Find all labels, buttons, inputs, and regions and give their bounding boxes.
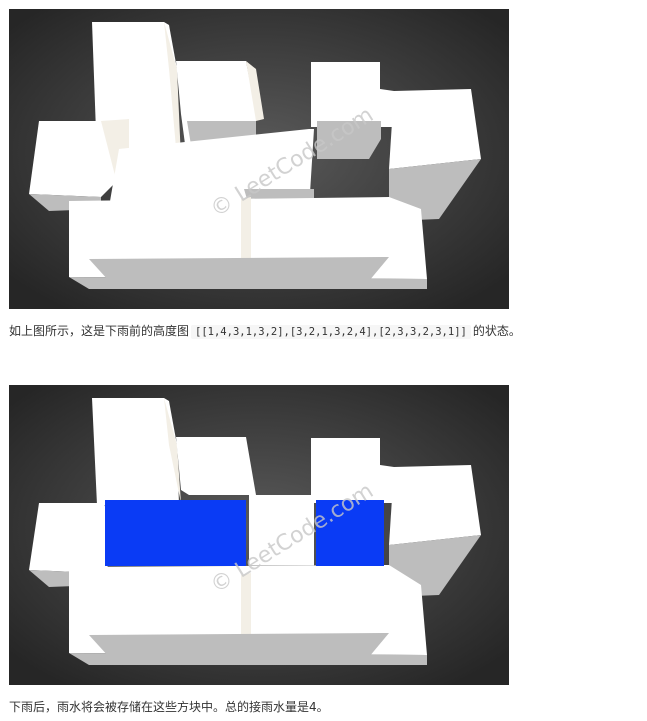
block-top bbox=[389, 89, 481, 169]
caption-after-text: 下雨后，雨水将会被存储在这些方块中。总的接雨水量是4。 bbox=[9, 700, 329, 714]
block-top bbox=[389, 465, 481, 545]
block-top bbox=[249, 495, 314, 580]
block-back-side bbox=[241, 573, 251, 647]
block-top bbox=[29, 503, 119, 573]
heightmap-after-rain-image: © LeetCode.com bbox=[9, 385, 509, 685]
block-top bbox=[29, 121, 119, 197]
block-side bbox=[389, 159, 481, 221]
heightmap-code: [[1,4,3,1,3,2],[3,2,1,3,2,4],[2,3,3,2,3,… bbox=[191, 325, 471, 339]
block-back-side bbox=[164, 398, 181, 503]
block-back-side bbox=[246, 61, 264, 121]
water-region-left bbox=[105, 500, 246, 566]
block-top bbox=[311, 62, 394, 127]
caption-before-rain: 如上图所示，这是下雨前的高度图[[1,4,3,1,3,2],[3,2,1,3,2… bbox=[9, 323, 521, 340]
block-side bbox=[69, 277, 427, 289]
block-top bbox=[92, 398, 179, 505]
block-top bbox=[311, 438, 394, 503]
caption-suffix: 的状态。 bbox=[472, 324, 521, 338]
block-side bbox=[89, 257, 389, 281]
caption-prefix: 如上图所示，这是下雨前的高度图 bbox=[9, 324, 190, 338]
block-side bbox=[89, 633, 389, 657]
block-side bbox=[317, 121, 381, 159]
block-back-side bbox=[241, 197, 251, 271]
heightmap-before-rain-image: © LeetCode.com bbox=[9, 9, 509, 309]
block-side bbox=[69, 653, 427, 665]
block-back-side bbox=[164, 22, 181, 159]
caption-after-rain: 下雨后，雨水将会被存储在这些方块中。总的接雨水量是4。 bbox=[9, 699, 329, 715]
water-region-right bbox=[316, 500, 384, 566]
block-top bbox=[176, 437, 256, 495]
